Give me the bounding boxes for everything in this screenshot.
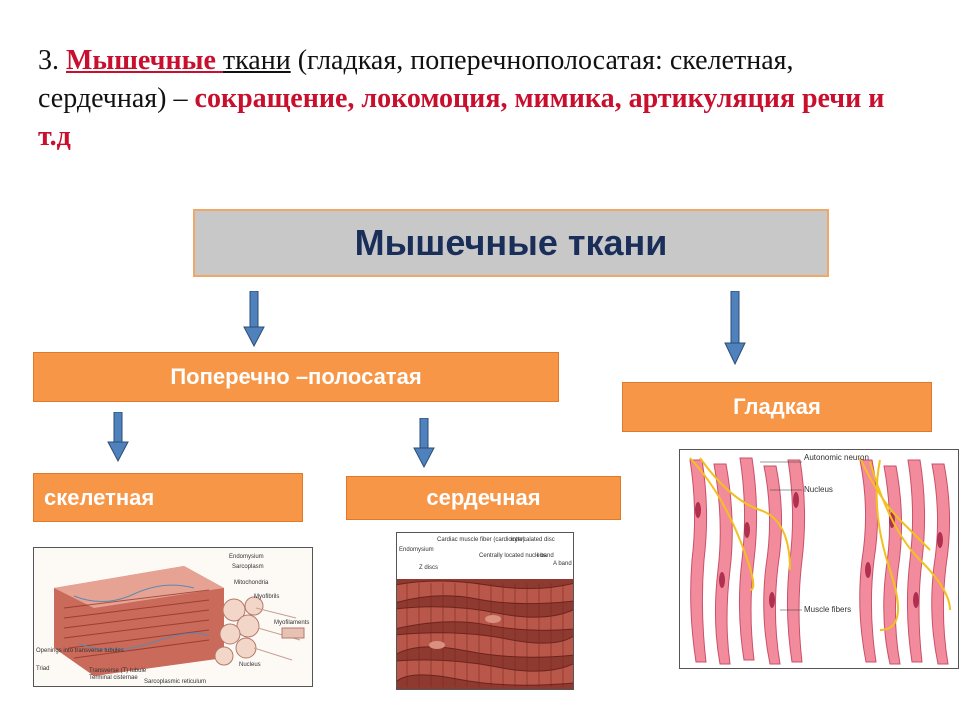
skeletal-box: скелетная (33, 473, 303, 522)
skeletal-label: Nucleus (239, 662, 261, 668)
cardiac-label: Cardiac muscle fiber (cardiocyte) (437, 537, 525, 543)
heading-tissues-word: ткани (222, 45, 291, 76)
cardiac-box: сердечная (346, 476, 621, 520)
cardiac-label: A band (553, 561, 572, 567)
cardiac-label: Endomysium (399, 547, 434, 553)
cardiac-muscle-image: Cardiac muscle fiber (cardiocyte) Interc… (396, 532, 574, 690)
skeletal-label: Myofilaments (274, 620, 309, 626)
slide-heading: 3. Мышечные ткани (гладкая, поперечнопол… (38, 42, 918, 156)
skeletal-label: Sarcoplasmic reticulum (144, 679, 206, 685)
skeletal-label: Openings into transverse tubules (36, 648, 124, 654)
heading-types: (гладкая, поперечнополосатая: скелетная,… (38, 45, 794, 114)
skeletal-label: Mitochondria (234, 580, 269, 586)
cardiac-label: Intercalated disc (511, 537, 555, 543)
heading-functions: сокращение, локомоция, мимика, артикуляц… (38, 83, 885, 152)
skeletal-label: Transverse (T) tubule (89, 668, 147, 674)
arrow-down-icon (243, 291, 265, 347)
skeletal-label: Sarcoplasm (232, 564, 264, 570)
skeletal-label: Endomysium (229, 554, 264, 560)
smooth-label: Muscle fibers (804, 605, 851, 614)
root-box: Мышечные ткани (193, 209, 829, 277)
smooth-box-label: Гладкая (733, 394, 821, 419)
smooth-box: Гладкая (622, 382, 932, 432)
cardiac-label: Z discs (419, 565, 438, 571)
arrow-down-icon (107, 412, 129, 462)
striated-box-label: Поперечно –полосатая (170, 364, 422, 389)
striated-box: Поперечно –полосатая (33, 352, 559, 402)
heading-number: 3. (38, 45, 66, 76)
smooth-muscle-image: Autonomic neuron Nucleus Muscle fibers (679, 449, 959, 669)
skeletal-label: Triad (36, 666, 49, 672)
smooth-label: Nucleus (804, 485, 833, 494)
cardiac-label: Centrally located nucleus (479, 553, 546, 559)
heading-term: Мышечные (66, 45, 223, 76)
cardiac-label: I band (537, 553, 554, 559)
skeletal-muscle-image: Endomysium Sarcoplasm Mitochondria Myofi… (33, 547, 313, 687)
cardiac-box-label: сердечная (426, 485, 541, 510)
skeletal-label: Myofibrils (254, 594, 279, 600)
arrow-down-icon (413, 418, 435, 468)
smooth-label: Autonomic neuron (804, 453, 869, 462)
skeletal-box-label: скелетная (44, 484, 155, 510)
arrow-down-icon (724, 291, 746, 365)
skeletal-label: Terminal cisternae (89, 675, 138, 681)
root-box-label: Мышечные ткани (354, 222, 668, 263)
